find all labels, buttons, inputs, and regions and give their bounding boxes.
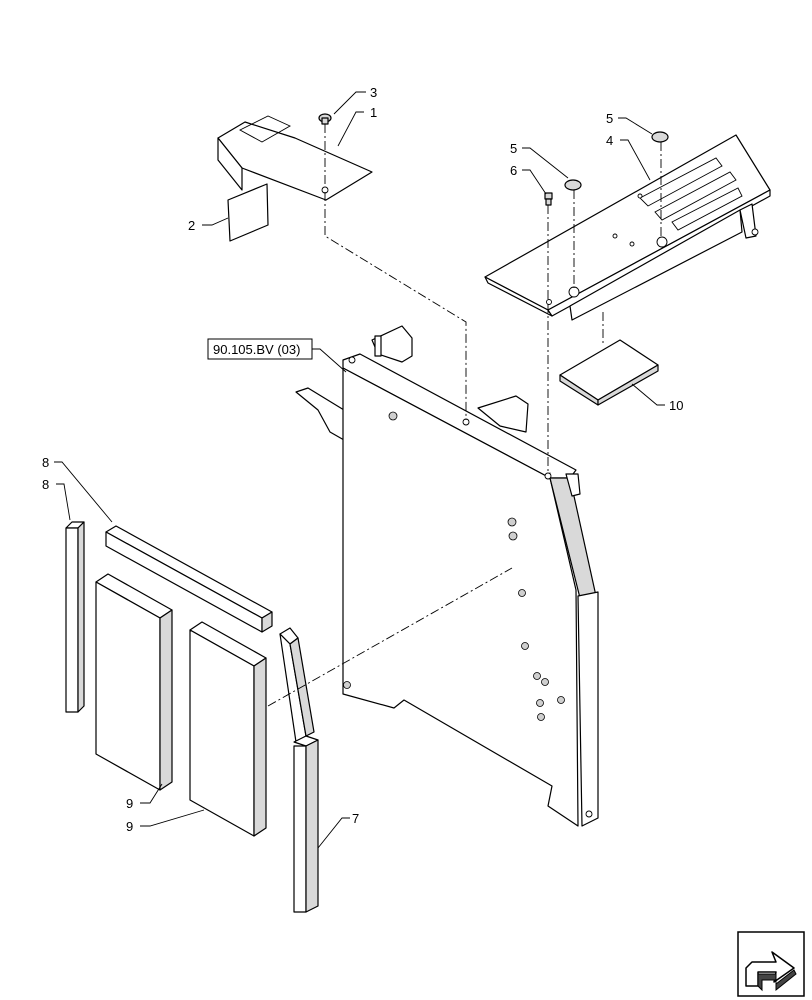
callout-9a: 9 (126, 796, 133, 811)
callout-6: 6 (510, 163, 517, 178)
callout-8b: 8 (42, 477, 49, 492)
part-5-plug-b (651, 131, 669, 143)
callout-7: 7 (352, 811, 359, 826)
part-10-foam-block (559, 339, 659, 406)
callout-labels: 1 3 2 4 5 5 6 10 8 8 9 9 7 (42, 85, 683, 834)
callout-2: 2 (188, 218, 195, 233)
callout-5a: 5 (510, 141, 517, 156)
part-4-cover-plate (484, 134, 771, 321)
part-8-strip-horizontal (105, 525, 273, 633)
main-frame-panel (295, 325, 599, 827)
part-8-strip-vertical (65, 521, 85, 713)
callout-5b: 5 (606, 111, 613, 126)
callout-9b: 9 (126, 819, 133, 834)
callout-1: 1 (370, 105, 377, 120)
assembly-lines (267, 124, 662, 707)
next-page-arrow-icon[interactable] (737, 931, 805, 997)
reference-box[interactable]: 90.105.BV (03) (207, 338, 313, 360)
part-7-corner-strip (279, 627, 319, 913)
part-9-pad-right (189, 621, 267, 837)
reference-label[interactable]: 90.105.BV (03) (213, 342, 300, 357)
part-6-bolt (544, 192, 553, 206)
callout-4: 4 (606, 133, 613, 148)
callout-leaders (54, 91, 665, 849)
callout-8a: 8 (42, 455, 49, 470)
callout-10: 10 (669, 398, 683, 413)
part-2-pad (227, 183, 269, 242)
part-9-pad-left (95, 573, 173, 791)
part-5-plug-a (564, 179, 582, 191)
part-3-screw (318, 113, 332, 125)
callout-3: 3 (370, 85, 377, 100)
part-1-bracket (217, 115, 373, 201)
